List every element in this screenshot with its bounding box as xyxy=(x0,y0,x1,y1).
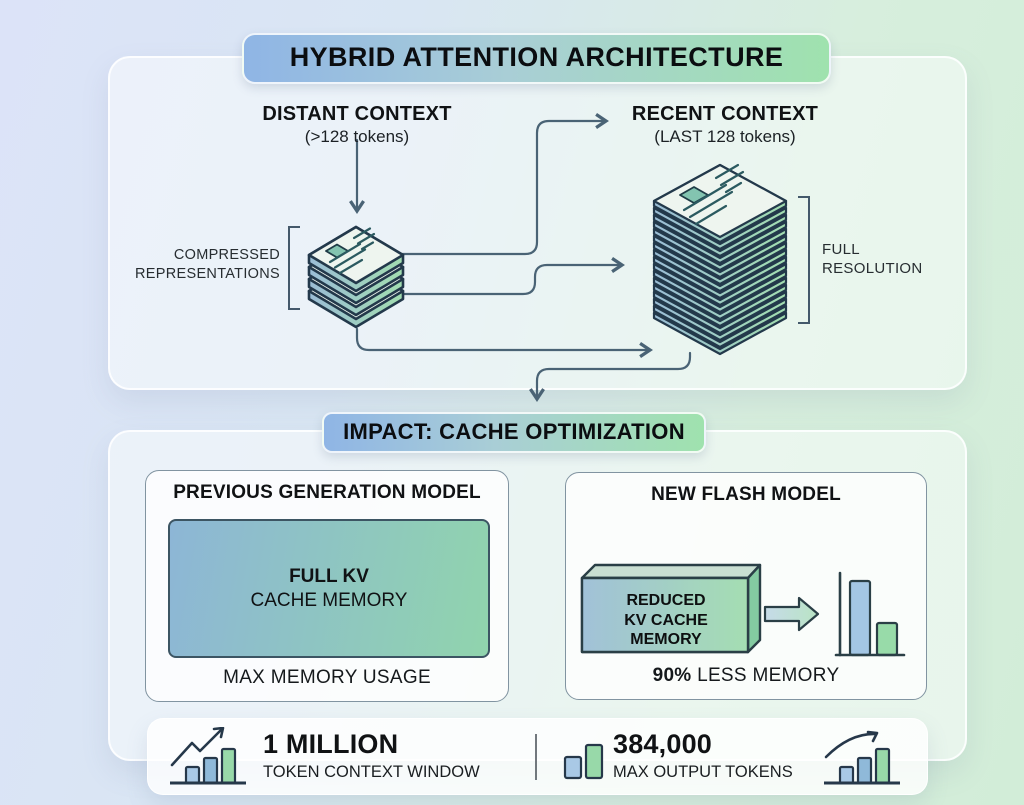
memory-stat-label: LESS MEMORY xyxy=(691,665,840,686)
context-window-label: TOKEN CONTEXT WINDOW xyxy=(263,763,480,781)
compressed-stack-icon xyxy=(307,225,405,329)
reduced-line3: MEMORY xyxy=(630,631,702,648)
output-tokens-label: MAX OUTPUT TOKENS xyxy=(613,763,793,781)
growth-chart-icon xyxy=(170,727,246,785)
previous-model-caption: MAX MEMORY USAGE xyxy=(223,667,431,688)
recent-context-label: RECENT CONTEXT xyxy=(631,103,819,125)
full-resolution-line1: FULL xyxy=(822,241,860,258)
reduced-line2: KV CACHE xyxy=(624,611,708,629)
stats-bar: 1 MILLION TOKEN CONTEXT WINDOW 384,000 M… xyxy=(147,718,928,795)
reduced-line1: REDUCED xyxy=(626,592,706,609)
stats-divider xyxy=(535,734,537,780)
distant-context-sub: (>128 tokens) xyxy=(304,127,410,146)
full-kv-line1: FULL KV xyxy=(289,565,369,587)
recent-context-sub: (LAST 128 tokens) xyxy=(654,127,796,146)
memory-bars-chart-icon xyxy=(834,571,906,657)
full-resolution-label: FULL RESOLUTION xyxy=(822,240,942,278)
previous-model-card: PREVIOUS GENERATION MODEL FULL KV CACHE … xyxy=(145,470,509,702)
flash-model-caption: 90% LESS MEMORY xyxy=(566,665,926,687)
compressed-line2: REPRESENTATIONS xyxy=(135,266,280,282)
output-tokens-value: 384,000 xyxy=(613,729,712,759)
full-resolution-stack-icon xyxy=(652,163,788,356)
previous-model-title: PREVIOUS GENERATION MODEL xyxy=(173,482,481,503)
main-title: HYBRID ATTENTION ARCHITECTURE xyxy=(242,33,831,84)
compressed-representations-label: COMPRESSED REPRESENTATIONS xyxy=(130,246,280,284)
block-arrow-icon xyxy=(763,596,820,632)
full-kv-cache-box: FULL KV CACHE MEMORY xyxy=(168,519,490,658)
trend-chart-icon xyxy=(824,730,900,785)
context-window-value: 1 MILLION xyxy=(263,729,399,759)
output-bars-icon xyxy=(563,743,604,780)
reduced-kv-box-label: REDUCED KV CACHE MEMORY xyxy=(584,591,748,650)
reduced-kv-box-icon xyxy=(580,563,762,654)
right-bracket xyxy=(798,196,810,324)
full-resolution-line2: RESOLUTION xyxy=(822,260,923,277)
impact-title: IMPACT: CACHE OPTIMIZATION xyxy=(322,412,706,453)
compressed-line1: COMPRESSED xyxy=(173,247,280,263)
distant-context-label: DISTANT CONTEXT xyxy=(262,103,452,125)
full-kv-line2: CACHE MEMORY xyxy=(250,589,408,611)
flash-model-title: NEW FLASH MODEL xyxy=(651,484,841,505)
memory-stat: 90% xyxy=(652,665,692,686)
left-bracket xyxy=(288,226,300,310)
